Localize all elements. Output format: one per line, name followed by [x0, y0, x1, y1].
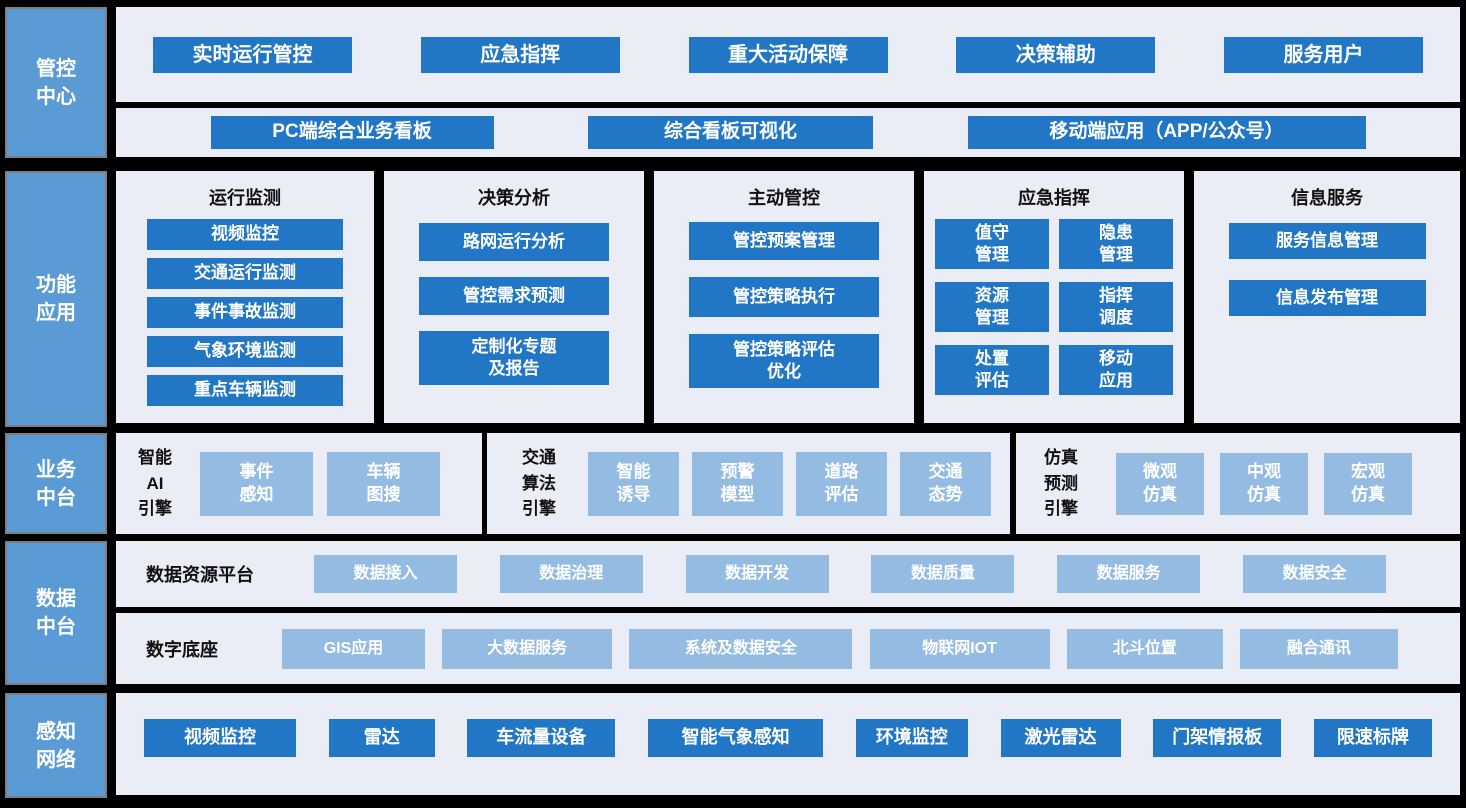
visualization-button: 综合看板可视化: [588, 116, 873, 149]
column-title: 应急指挥: [1018, 188, 1090, 208]
data-resource-platform: 数据资源平台 数据接入 数据治理 数据开发 数据质量 数据服务 数据安全: [116, 541, 1460, 607]
engine-chip: 宏观 仿真: [1324, 452, 1412, 515]
engine-chip: 事件 感知: [200, 451, 313, 516]
engine-title: 交通 算法 引擎: [522, 448, 556, 519]
function-column-active-control: 主动管控 管控预案管理 管控策略执行 管控策略评估 优化: [654, 171, 914, 423]
control-center-button: 决策辅助: [956, 36, 1156, 73]
column-title: 信息服务: [1291, 188, 1363, 208]
engine-traffic-algorithm: 交通 算法 引擎 智能 诱导 预警 模型 道路 评估 交通 态势: [487, 433, 1010, 534]
layer-label-data-platform: 数据 中台: [5, 541, 107, 685]
function-column-decision: 决策分析 路网运行分析 管控需求预测 定制化专题 及报告: [384, 171, 644, 423]
engine-chip: 微观 仿真: [1116, 452, 1204, 515]
layer-label-control-center: 管控 中心: [5, 7, 107, 158]
function-button: 隐患 管理: [1059, 219, 1173, 269]
function-button: 管控预案管理: [689, 222, 879, 260]
mobile-app-button: 移动端应用（APP/公众号）: [967, 116, 1366, 149]
control-center-button: 应急指挥: [420, 36, 620, 73]
data-chip: 数据质量: [871, 555, 1015, 593]
dashboard-button: PC端综合业务看板: [210, 116, 494, 149]
data-chip: 物联网IOT: [869, 628, 1050, 669]
function-column-monitoring: 运行监测 视频监控 交通运行监测 事件事故监测 气象环境监测 重点车辆监测: [116, 171, 374, 423]
control-center-button: 重大活动保障: [688, 36, 888, 73]
sensor-button: 智能气象感知: [648, 719, 824, 757]
function-button: 管控策略执行: [689, 277, 879, 317]
engine-chip: 道路 评估: [796, 451, 887, 516]
digital-base-platform: 数字底座 GIS应用 大数据服务 系统及数据安全 物联网IOT 北斗位置 融合通…: [116, 613, 1460, 684]
sensor-button: 雷达: [328, 719, 435, 757]
layer-label-perception-network: 感知 网络: [5, 693, 107, 798]
data-chip: 大数据服务: [442, 628, 613, 669]
engine-title: 智能 AI 引擎: [138, 448, 172, 519]
function-button: 管控策略评估 优化: [689, 334, 879, 388]
function-button: 移动 应用: [1059, 345, 1173, 395]
layer-label-function-apps: 功能 应用: [5, 171, 107, 427]
data-chip: 北斗位置: [1066, 628, 1223, 669]
column-title: 主动管控: [748, 188, 820, 208]
function-column-emergency: 应急指挥 值守 管理 隐患 管理 资源 管理 指挥 调度 处置 评估 移动 应用: [924, 171, 1184, 423]
data-chip: 数据开发: [685, 555, 829, 593]
engine-simulation: 仿真 预测 引擎 微观 仿真 中观 仿真 宏观 仿真: [1016, 433, 1460, 534]
function-button: 管控需求预测: [419, 277, 609, 315]
data-chip: 数据治理: [499, 555, 643, 593]
function-button: 处置 评估: [935, 345, 1049, 395]
data-chip: 融合通讯: [1239, 628, 1398, 669]
function-button: 指挥 调度: [1059, 282, 1173, 332]
sensor-button: 环境监控: [855, 719, 968, 757]
function-button: 交通运行监测: [147, 258, 343, 289]
data-row-title: 数字底座: [146, 639, 218, 660]
engine-chip: 预警 模型: [692, 451, 783, 516]
column-title: 运行监测: [209, 188, 281, 208]
function-button: 值守 管理: [935, 219, 1049, 269]
data-chip: GIS应用: [282, 628, 425, 669]
engine-chip: 智能 诱导: [588, 451, 679, 516]
control-center-top-panel: 实时运行管控 应急指挥 重大活动保障 决策辅助 服务用户: [116, 7, 1460, 102]
control-center-button: 服务用户: [1224, 36, 1423, 73]
data-chip: 系统及数据安全: [629, 628, 853, 669]
function-column-info-service: 信息服务 服务信息管理 信息发布管理: [1194, 171, 1460, 423]
sensor-button: 激光雷达: [1000, 719, 1121, 757]
function-button: 信息发布管理: [1228, 280, 1426, 316]
data-row-title: 数据资源平台: [146, 565, 254, 585]
function-button: 路网运行分析: [419, 223, 609, 261]
data-chip: 数据服务: [1057, 555, 1201, 593]
engine-chip: 交通 态势: [900, 451, 991, 516]
function-button: 视频监控: [147, 219, 343, 250]
perception-network-panel: 视频监控 雷达 车流量设备 智能气象感知 环境监控 激光雷达 门架情报板 限速标…: [116, 693, 1460, 795]
data-chip: 数据接入: [314, 555, 457, 593]
data-chip: 数据安全: [1242, 555, 1386, 593]
engine-title: 仿真 预测 引擎: [1044, 448, 1078, 519]
function-button: 重点车辆监测: [147, 375, 343, 406]
sensor-button: 视频监控: [144, 719, 296, 757]
engine-ai: 智能 AI 引擎 事件 感知 车辆 图搜: [116, 433, 482, 534]
function-button: 气象环境监测: [147, 336, 343, 367]
function-button: 服务信息管理: [1228, 223, 1426, 259]
sensor-button: 限速标牌: [1313, 719, 1432, 757]
column-title: 决策分析: [478, 188, 550, 208]
sensor-button: 车流量设备: [467, 719, 616, 757]
function-button: 资源 管理: [935, 282, 1049, 332]
sensor-button: 门架情报板: [1153, 719, 1282, 757]
control-center-button: 实时运行管控: [153, 36, 352, 73]
control-center-bottom-panel: PC端综合业务看板 综合看板可视化 移动端应用（APP/公众号）: [116, 108, 1460, 157]
engine-chip: 车辆 图搜: [327, 451, 440, 516]
function-button: 定制化专题 及报告: [419, 331, 609, 385]
layer-label-business-platform: 业务 中台: [5, 433, 107, 534]
function-button: 事件事故监测: [147, 297, 343, 328]
engine-chip: 中观 仿真: [1220, 452, 1308, 515]
